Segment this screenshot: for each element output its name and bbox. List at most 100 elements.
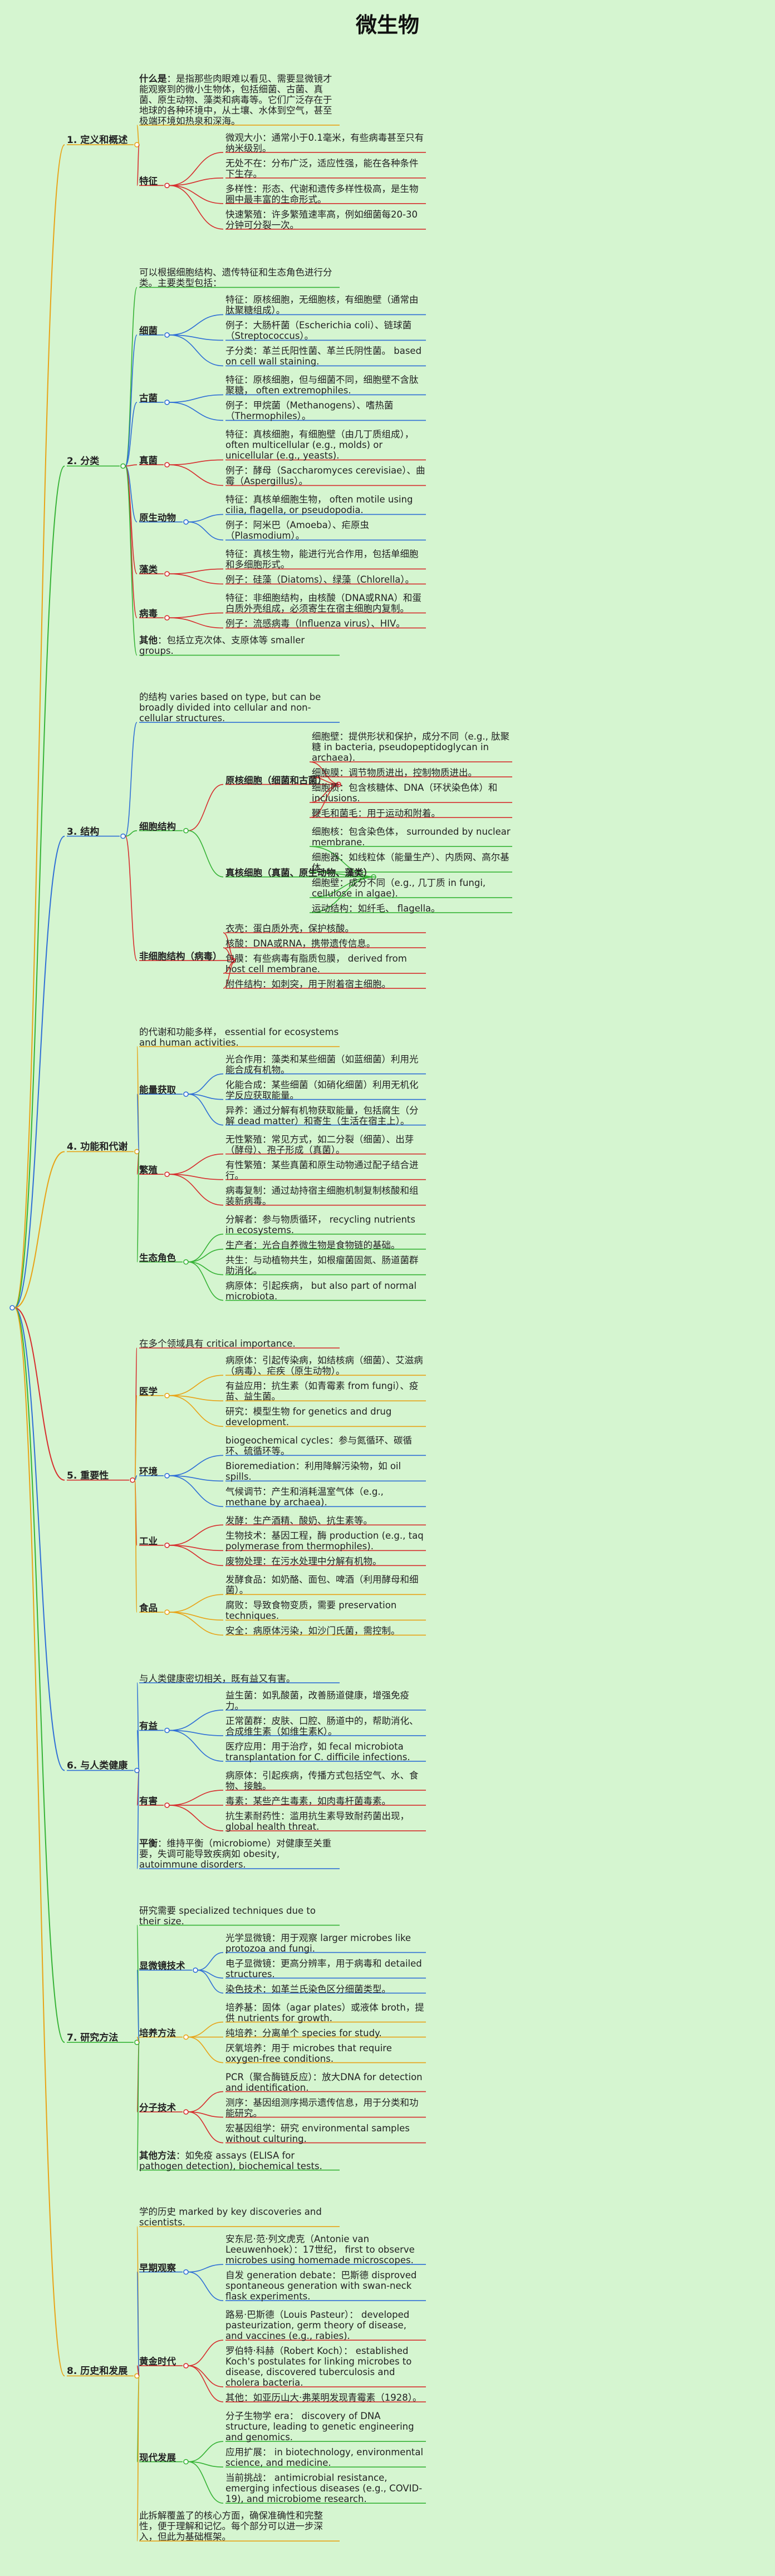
branch-label: 病毒 (139, 608, 173, 619)
connector (169, 1475, 224, 1482)
node-text: 例子：大肠杆菌（Escherichia coli）、链球菌（Streptococ… (225, 320, 412, 342)
connector (136, 2271, 140, 2377)
connector (136, 1969, 140, 2043)
leaf-node: 病原体：引起传染病，如结核病（细菌）、艾滋病（病毒）、疟疾（原生动物）。 (225, 1355, 426, 1376)
leaf-node: 特征：原核细胞，但与细菌不同，细胞壁不含肽聚糖， often extremoph… (225, 375, 426, 396)
leaf-node: 此拆解覆盖了的核心方面，确保准确性和完整性，便于理解和记忆。每个部分可以进一步深… (139, 2510, 340, 2542)
connector (136, 1151, 140, 1263)
branch-node-dot (193, 1967, 198, 1973)
leaf-node: 包膜：有些病毒有脂质包膜， derived from host cell mem… (225, 953, 426, 974)
node-text: 例子：流感病毒（Influenza virus）、HIV。 (225, 618, 405, 629)
node-label: 培养方法 (139, 2027, 176, 2038)
connector (14, 465, 65, 1308)
branch-label: 环境 (139, 1466, 173, 1477)
leaf-node: Bioremediation：利用降解污染物，如 oil spills. (225, 1461, 426, 1482)
connector (136, 1730, 140, 1771)
leaf-node: 平衡：维持平衡（microbiome）对健康至关重要，失调可能导致疾病如 obe… (139, 1838, 340, 1870)
connector (188, 2091, 224, 2112)
connector (188, 1073, 224, 1095)
connector (136, 1094, 140, 1152)
leaf-node: 腐败：导致食物变质，需要 preservation techniques. (225, 1600, 426, 1621)
node-text: 培养基：固体（agar plates）或液体 broth，提供 nutrient… (225, 2002, 424, 2023)
leaf-node: 研究需要 specialized techniques due to their… (139, 1905, 340, 1927)
node-text: 其他：如亚历山大·弗莱明发现青霉素（1928）。 (225, 2392, 422, 2403)
leaf-node: 特征：原核细胞，无细胞核，有细胞壁（通常由肽聚糖组成）。 (225, 294, 426, 316)
node-text: 特征：非细胞结构，由核酸（DNA或RNA）和蛋白质外壳组成，必须寄生在宿主细胞内… (225, 593, 421, 614)
connector (125, 465, 138, 618)
branch-label: 能量获取 (139, 1085, 184, 1095)
node-label: 3. 结构 (67, 826, 100, 838)
node-label: 病毒 (139, 608, 158, 619)
connector (14, 1307, 65, 1771)
connector (169, 185, 224, 230)
node-text: 分解者：参与物质循环， recycling nutrients in ecosy… (225, 1214, 415, 1235)
leaf-node: 有益应用：抗生素（如青霉素 from fungi）、疫苗、益生菌。 (225, 1381, 426, 1402)
connector (125, 465, 138, 523)
node-label: 5. 重要性 (67, 1470, 109, 1481)
node-text: 电子显微镜：更高分辨率，用于病毒和 detailed structures. (225, 1958, 422, 1979)
node-label: 细菌 (139, 325, 158, 336)
connector (125, 465, 138, 656)
leaf-node: 异养：通过分解有机物获取能量，包括腐生（分解 dead matter）和寄生（生… (225, 1105, 426, 1126)
branch-label: 原核细胞（细菌和古菌） (225, 775, 336, 786)
node-text: 核酸：DNA或RNA，携带遗传信息。 (225, 938, 376, 949)
node-text: 益生菌：如乳酸菌，改善肠道健康，增强免疫力。 (225, 1690, 409, 1711)
page-title: 微生物 (355, 13, 419, 37)
connector (169, 464, 224, 486)
connector (169, 1594, 224, 1613)
connector (169, 1730, 224, 1762)
leaf-node: 宏基因组学：研究 environmental samples without c… (225, 2123, 426, 2144)
leaf-node: 路易·巴斯德（Louis Pasteur）： developed pasteur… (225, 2309, 426, 2341)
node-label: 生态角色 (139, 1252, 176, 1263)
leaf-node: 细胞膜：调节物质进出，控制物质进出。 (312, 767, 512, 778)
connector (309, 846, 376, 878)
connector (188, 2036, 224, 2063)
connector (134, 1475, 138, 1481)
branch-label: 工业 (139, 1536, 173, 1546)
connector (136, 144, 140, 186)
connector (136, 2042, 140, 2171)
branch-label: 有害 (139, 1796, 173, 1806)
leaf-node: 安东尼·范·列文虎克（Antonie van Leeuwenhoek）：17世纪… (225, 2234, 426, 2265)
leaf-node: 多样性：形态、代谢和遗传多样性极高，是生物圈中最丰富的生命形式。 (225, 184, 426, 205)
leaf-node: 益生菌：如乳酸菌，改善肠道健康，增强免疫力。 (225, 1690, 426, 1711)
connector (169, 402, 224, 421)
leaf-node: 生产者：光合自养微生物是食物链的基础。 (225, 1240, 426, 1250)
branch-node-dot (183, 2269, 189, 2275)
node-text: 罗伯特·科赫（Robert Koch）： established Koch's … (225, 2346, 412, 2388)
connector (125, 722, 138, 837)
leaf-node: 测序：基因组测序揭示遗传信息，用于分类和功能研究。 (225, 2097, 426, 2119)
connector (309, 876, 376, 913)
connector (134, 1479, 138, 1613)
node-text: 与人类健康密切相关，既有益又有害。 (139, 1673, 296, 1684)
node-text: 废物处理：在污水处理中分解有机物。 (225, 1556, 382, 1567)
node-label: 4. 功能和代谢 (67, 1141, 128, 1153)
connector (169, 1710, 224, 1731)
node-text: 研究需要 specialized techniques due to their… (139, 1905, 316, 1927)
node-text: 测序：基因组测序揭示遗传信息，用于分类和功能研究。 (225, 2097, 419, 2119)
branch-label: 原生动物 (139, 513, 184, 523)
node-text: 化能合成：某些细菌（如硝化细菌）利用无机化学反应获取能量。 (225, 1079, 419, 1101)
leaf-node: 学的历史 marked by key discoveries and scien… (139, 2206, 340, 2228)
connector (197, 1952, 224, 1971)
connector (188, 2339, 224, 2366)
connector (188, 1261, 224, 1275)
connector (169, 459, 224, 465)
leaf-node: 例子：流感病毒（Influenza virus）、HIV。 (225, 618, 426, 629)
connector (188, 514, 224, 523)
node-text: PCR（聚合酶链反应）：放大DNA for detection and iden… (225, 2071, 423, 2093)
node-label: 黄金时代 (139, 2356, 176, 2367)
node-label: 工业 (139, 1535, 158, 1546)
leaf-node: 应用扩展： in biotechnology, environmental sc… (225, 2447, 426, 2468)
connector (169, 185, 224, 204)
node-label: 显微镜技术 (139, 1961, 185, 1972)
leaf-node: 特征：非细胞结构，由核酸（DNA或RNA）和蛋白质外壳组成，必须寄生在宿主细胞内… (225, 593, 426, 614)
connector (188, 1261, 224, 1301)
connector (14, 1307, 65, 2377)
branch-label: 医学 (139, 1386, 173, 1397)
node-text: 例子：阿米巴（Amoeba）、疟原虫（Plasmodium）。 (225, 520, 369, 541)
node-text: 快速繁殖：许多繁殖速率高，例如细菌每20-30分钟可分裂一次。 (225, 209, 418, 230)
leaf-node: 与人类健康密切相关，既有益又有害。 (139, 1673, 340, 1684)
node-text: 无处不在：分布广泛，适应性强，能在各种条件下生存。 (225, 157, 419, 179)
leaf-node: 例子：大肠杆菌（Escherichia coli）、链球菌（Streptococ… (225, 320, 426, 341)
